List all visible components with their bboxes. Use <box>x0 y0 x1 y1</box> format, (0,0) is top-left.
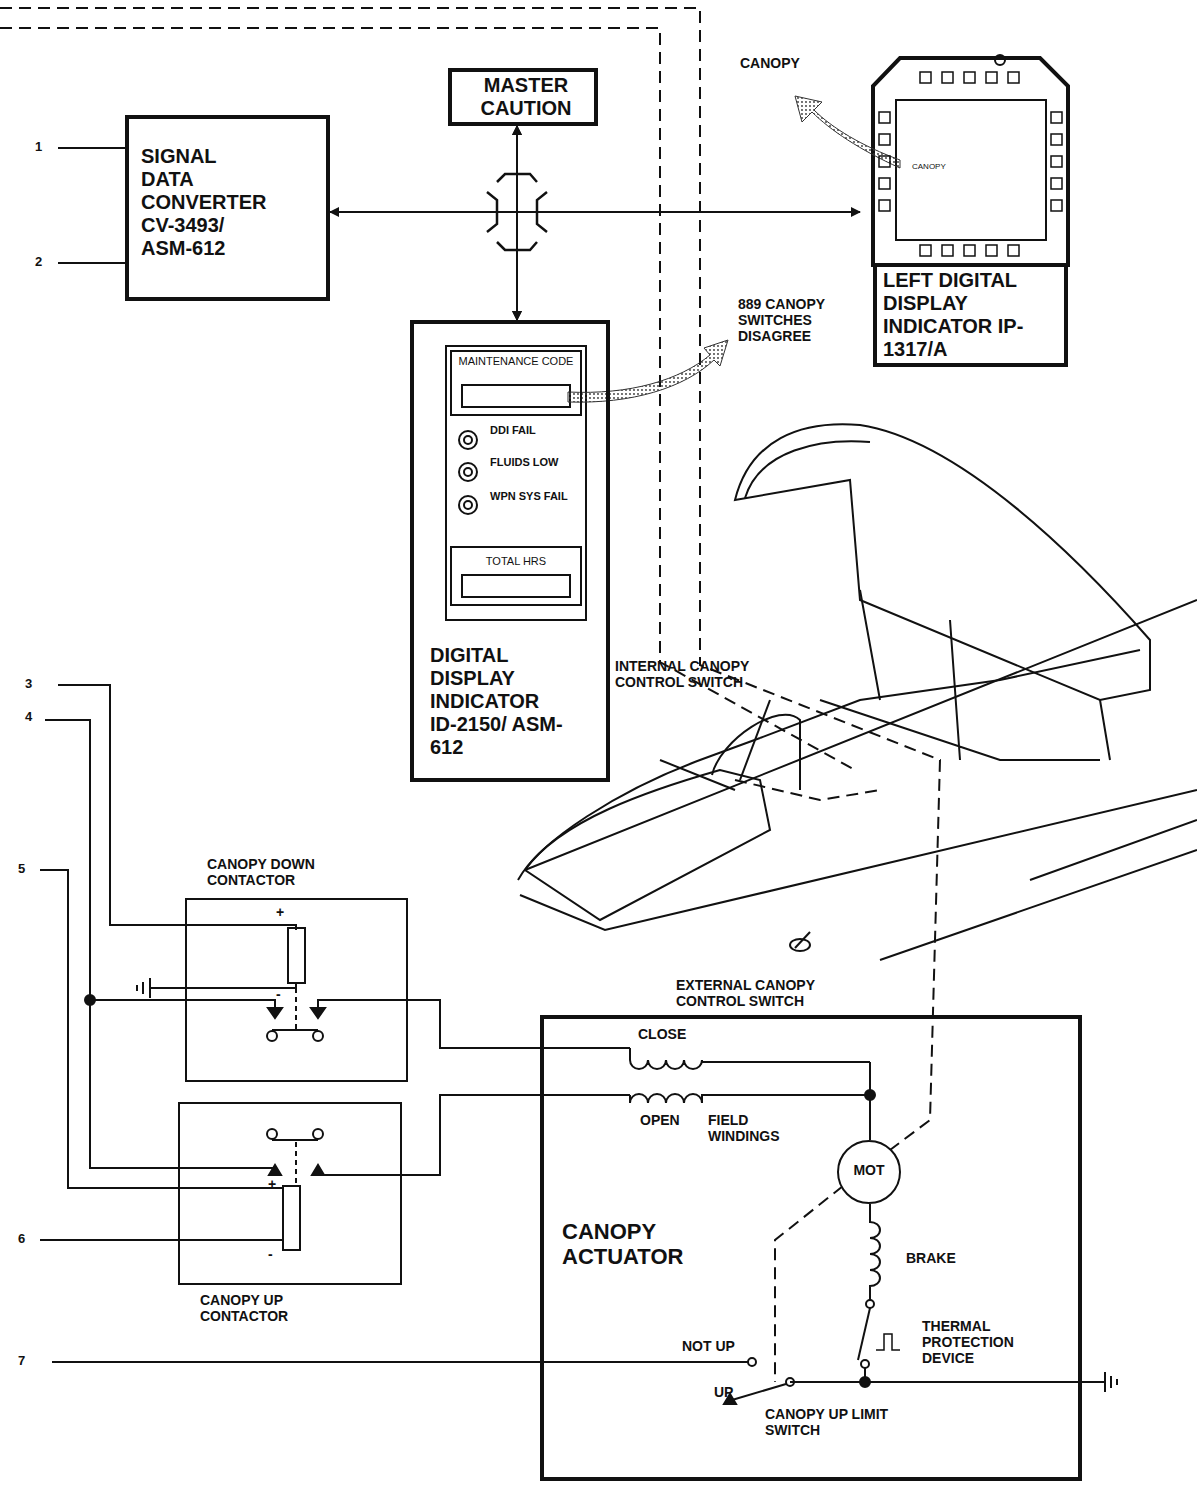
callout-number: 2 <box>35 255 55 270</box>
node-label: TOTAL HRS <box>454 555 578 568</box>
node-label: MAINTENANCE CODE <box>454 355 578 368</box>
callout-number: 4 <box>25 710 45 725</box>
part-label: FIELD WINDINGS <box>708 1112 798 1144</box>
callout-number: 6 <box>18 1232 38 1247</box>
component-box: MAINTENANCE CODE <box>450 350 582 416</box>
callout-number: 5 <box>18 862 38 877</box>
signal-connector <box>517 126 860 212</box>
part-label: - <box>276 986 290 1002</box>
part-label: 889 CANOPY SWITCHES DISAGREE <box>738 296 838 344</box>
part-label: - <box>268 1246 282 1262</box>
part-label: CANOPY <box>912 162 952 171</box>
part-label: INTERNAL CANOPY CONTROL SWITCH <box>615 658 790 690</box>
node-label: MOT <box>839 1162 899 1178</box>
node-label: SIGNAL DATA CONVERTER CV-3493/ ASM-612 <box>141 145 273 260</box>
part-label: CANOPY <box>740 55 820 71</box>
callout-number: 1 <box>35 140 55 155</box>
part-label: + <box>268 1176 282 1192</box>
part-label: EXTERNAL CANOPY CONTROL SWITCH <box>676 977 876 1009</box>
component-box: CANOPY UP CONTACTOR <box>178 1102 402 1285</box>
part-label: CANOPY UP LIMIT SWITCH <box>765 1406 915 1438</box>
part-label: THERMAL PROTECTION DEVICE <box>922 1318 1042 1366</box>
component-box: SIGNAL DATA CONVERTER CV-3493/ ASM-612 <box>125 115 330 301</box>
part-label: BRAKE <box>906 1250 976 1266</box>
component-box: DDI FAIL FLUIDS LOW WPN SYS FAIL DIGITAL DI… <box>410 320 610 782</box>
part-label: NOT UP <box>682 1338 742 1354</box>
component-box: LEFT DIGITAL DISPLAY INDICATOR IP-1317/A <box>860 50 1074 373</box>
motor-circle: MOT <box>837 1140 901 1204</box>
node-label: DDI FAIL <box>490 424 570 437</box>
part-label: UP <box>714 1384 744 1400</box>
signal-connector <box>330 212 517 320</box>
node-label: WPN SYS FAIL <box>490 490 570 503</box>
node-label: CANOPY UP CONTACTOR <box>200 1292 350 1324</box>
node-label: CANOPY DOWN CONTACTOR <box>207 856 377 888</box>
node-label: CANOPY ACTUATOR <box>562 1219 722 1270</box>
node-label: LEFT DIGITAL DISPLAY INDICATOR IP-1317/A <box>873 263 1068 367</box>
node-label: MASTER CAUTION <box>462 74 590 120</box>
callout-number: 7 <box>18 1354 38 1369</box>
node-label: FLUIDS LOW <box>490 456 570 469</box>
signal-connector <box>330 126 517 212</box>
component-box: CANOPY DOWN CONTACTOR <box>185 898 408 1082</box>
node-label: DIGITAL DISPLAY INDICATOR ID-2150/ ASM-6… <box>430 644 565 759</box>
part-label: CLOSE <box>638 1026 698 1042</box>
part-label: + <box>276 904 290 920</box>
component-box: MASTER CAUTION <box>448 68 598 126</box>
component-box: TOTAL HRS <box>450 546 582 606</box>
callout-number: 3 <box>25 677 45 692</box>
part-label: OPEN <box>640 1112 690 1128</box>
